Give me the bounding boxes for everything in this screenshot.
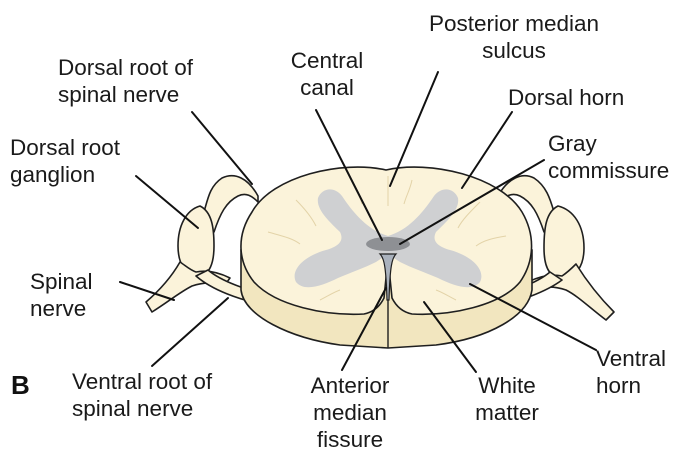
label-line: Posterior median xyxy=(404,10,624,37)
central-gray xyxy=(366,237,410,251)
label-posterior-median-sulcus: Posterior median sulcus xyxy=(404,10,624,64)
label-line: Central xyxy=(262,47,392,74)
label-line: median xyxy=(290,399,410,426)
label-line: Spinal xyxy=(30,268,93,295)
label-line: Gray xyxy=(548,130,669,157)
label-line: horn xyxy=(596,372,666,399)
panel-label: B xyxy=(11,370,30,401)
label-line: Ventral xyxy=(596,345,666,372)
label-line: Ventral root of xyxy=(72,368,212,395)
label-line: Dorsal horn xyxy=(508,84,624,111)
label-line: spinal nerve xyxy=(72,395,212,422)
label-dorsal-root-ganglion: Dorsal root ganglion xyxy=(10,134,120,188)
label-line: fissure xyxy=(290,426,410,453)
label-central-canal: Central canal xyxy=(262,47,392,101)
label-line: nerve xyxy=(30,295,93,322)
leader-dorsal-root-of-spinal-nerve xyxy=(192,112,252,184)
label-anterior-median-fissure: Anterior median fissure xyxy=(290,372,410,453)
label-gray-commissure: Gray commissure xyxy=(548,130,669,184)
label-white-matter: White matter xyxy=(452,372,562,426)
label-line: Dorsal root of xyxy=(58,54,193,81)
label-line: sulcus xyxy=(404,37,624,64)
label-line: matter xyxy=(452,399,562,426)
leader-dorsal-root-ganglion xyxy=(136,176,198,228)
leader-dorsal-horn xyxy=(462,112,512,188)
label-spinal-nerve: Spinal nerve xyxy=(30,268,93,322)
leader-ventral-root-of-spinal-nerve xyxy=(152,298,228,366)
label-ventral-horn: Ventral horn xyxy=(596,345,666,399)
label-line: spinal nerve xyxy=(58,81,193,108)
label-line: canal xyxy=(262,74,392,101)
label-line: White xyxy=(452,372,562,399)
label-ventral-root-of-spinal-nerve: Ventral root of spinal nerve xyxy=(72,368,212,422)
label-line: commissure xyxy=(548,157,669,184)
label-dorsal-horn: Dorsal horn xyxy=(508,84,624,111)
label-line: Anterior xyxy=(290,372,410,399)
label-dorsal-root-of-spinal-nerve: Dorsal root of spinal nerve xyxy=(58,54,193,108)
label-line: ganglion xyxy=(10,161,120,188)
label-line: Dorsal root xyxy=(10,134,120,161)
